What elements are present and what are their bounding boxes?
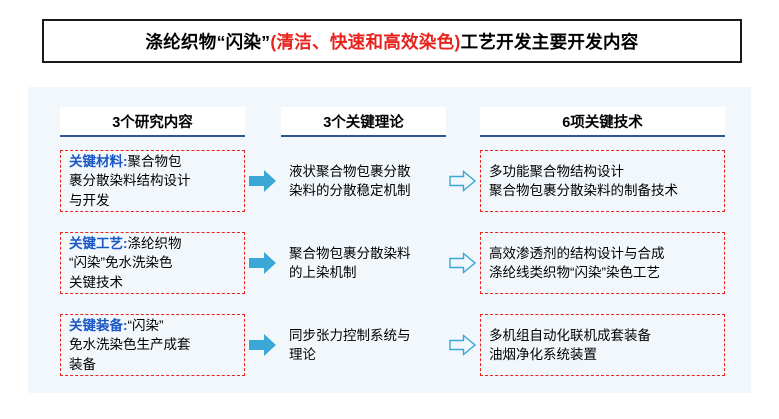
- technology-cell-1: 多功能聚合物结构设计 聚合物包裹分散染料的制备技术: [480, 150, 725, 212]
- research-cell-1: 关键材料:聚合物包 裹分散染料结构设计 与开发: [60, 150, 245, 212]
- technology-cell-3: 多机组自动化联机成套装备 油烟净化系统装置: [480, 314, 725, 376]
- technology-cell-2-line-1: 高效渗透剂的结构设计与合成: [489, 245, 665, 261]
- research-cell-2-keyword: 关键工艺:: [69, 236, 128, 252]
- theory-cell-2-line-2: 的上染机制: [289, 265, 357, 280]
- diagram-panel: 3个研究内容 3个关键理论 6项关键技术 关键材料:聚合物包 裹分散染料结构设计…: [28, 87, 751, 393]
- arrow-right-solid-icon: [249, 334, 277, 356]
- research-cell-3-text-1: “闪染”: [127, 318, 164, 334]
- theory-cell-1: 液状聚合物包裹分散 染料的分散稳定机制: [281, 150, 446, 212]
- theory-cell-3-line-2: 理论: [289, 347, 316, 362]
- theory-cell-1-line-1: 液状聚合物包裹分散: [289, 163, 411, 179]
- diagram-title-box: 涤纶织物“闪染”(清洁、快速和高效染色)工艺开发主要开发内容: [42, 19, 742, 63]
- title-part-1: 涤纶织物“闪染”: [145, 31, 271, 52]
- research-cell-3-keyword: 关键装备:: [69, 318, 128, 334]
- theory-cell-3: 同步张力控制系统与 理论: [281, 314, 446, 376]
- arrow-right-solid-icon: [249, 170, 277, 192]
- title-part-3: 工艺开发主要开发内容: [460, 31, 639, 52]
- research-cell-2-line-3: 关键技术: [69, 274, 123, 290]
- page-title: 涤纶织物“闪染”(清洁、快速和高效染色)工艺开发主要开发内容: [145, 29, 638, 54]
- research-cell-2-line-1: 关键工艺:涤纶织物: [69, 234, 236, 253]
- technology-cell-1-line-1: 多功能聚合物结构设计: [489, 163, 624, 179]
- column-header-technology: 6项关键技术: [480, 107, 725, 137]
- technology-cell-2-line-2: 涤纶线类织物“闪染”染色工艺: [489, 265, 660, 280]
- column-header-technology-label: 6项关键技术: [562, 114, 643, 131]
- technology-cell-3-line-2: 油烟净化系统装置: [489, 347, 597, 362]
- research-cell-3-line-3: 装备: [69, 356, 96, 372]
- research-cell-2-text-1: 涤纶织物: [127, 236, 182, 252]
- arrow-right-solid-icon: [249, 252, 277, 274]
- research-cell-1-line-1: 关键材料:聚合物包: [69, 152, 236, 171]
- technology-cell-1-line-2: 聚合物包裹分散染料的制备技术: [489, 183, 678, 198]
- technology-cell-3-line-1: 多机组自动化联机成套装备: [489, 327, 651, 343]
- arrow-right-outline-icon: [449, 252, 477, 274]
- research-cell-3-line-2: 免水洗染色生产成套: [69, 337, 191, 353]
- research-cell-1-line-3: 与开发: [69, 192, 110, 208]
- column-header-theory-label: 3个关键理论: [323, 114, 404, 131]
- research-cell-2: 关键工艺:涤纶织物 “闪染”免水洗染色 关键技术: [60, 232, 245, 294]
- research-cell-1-line-2: 裹分散染料结构设计: [69, 173, 191, 189]
- research-cell-3: 关键装备:“闪染” 免水洗染色生产成套 装备: [60, 314, 245, 376]
- research-cell-1-text-1: 聚合物包: [127, 154, 182, 170]
- research-cell-1-keyword: 关键材料:: [69, 154, 128, 170]
- title-part-2-highlight: (清洁、快速和高效染色): [270, 31, 461, 52]
- theory-cell-2: 聚合物包裹分散染料 的上染机制: [281, 232, 446, 294]
- column-header-theory: 3个关键理论: [281, 107, 446, 137]
- technology-cell-2: 高效渗透剂的结构设计与合成 涤纶线类织物“闪染”染色工艺: [480, 232, 725, 294]
- theory-cell-3-line-1: 同步张力控制系统与: [289, 327, 411, 343]
- theory-cell-1-line-2: 染料的分散稳定机制: [289, 183, 411, 198]
- research-cell-3-line-1: 关键装备:“闪染”: [69, 316, 236, 335]
- research-cell-2-line-2: “闪染”免水洗染色: [69, 255, 173, 271]
- theory-cell-2-line-1: 聚合物包裹分散染料: [289, 245, 411, 261]
- arrow-right-outline-icon: [449, 170, 477, 192]
- arrow-right-outline-icon: [449, 334, 477, 356]
- column-header-research: 3个研究内容: [60, 107, 245, 137]
- column-header-research-label: 3个研究内容: [112, 114, 193, 131]
